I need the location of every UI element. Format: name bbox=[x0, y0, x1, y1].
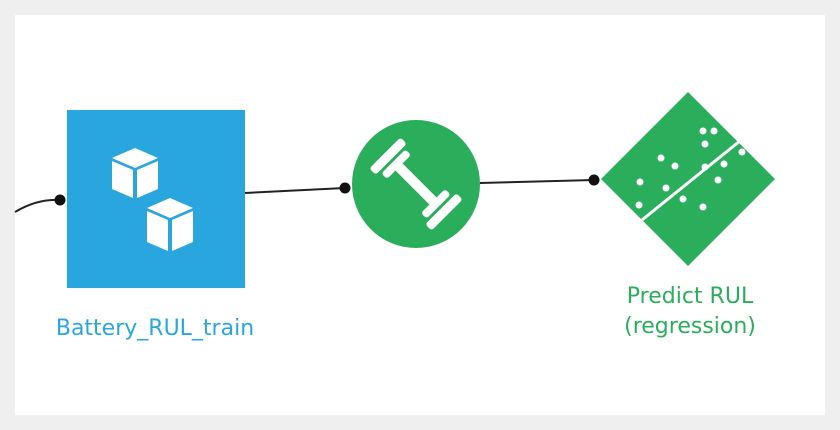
recipe-input-port[interactable] bbox=[339, 182, 351, 194]
link-dataset-to-recipe bbox=[244, 187, 346, 194]
recipe-node[interactable] bbox=[352, 120, 480, 248]
regression-scatter-icon bbox=[635, 126, 757, 222]
model-node-diamond[interactable] bbox=[601, 92, 775, 266]
dataset-node[interactable] bbox=[67, 110, 245, 288]
model-label-line1: Predict RUL bbox=[626, 284, 754, 309]
link-recipe-to-model bbox=[479, 179, 595, 184]
dumbbell-icon bbox=[370, 138, 462, 230]
model-input-port[interactable] bbox=[588, 174, 600, 186]
incoming-link bbox=[14, 198, 61, 213]
model-label[interactable]: Predict RUL (regression) bbox=[570, 282, 810, 342]
cubes-icon bbox=[112, 148, 193, 251]
dataset-label[interactable]: Battery_RUL_train bbox=[55, 316, 255, 341]
dataset-input-port[interactable] bbox=[54, 194, 66, 206]
model-label-line2: (regression) bbox=[624, 314, 756, 339]
model-node[interactable] bbox=[601, 92, 775, 266]
dataset-node-box[interactable] bbox=[67, 110, 245, 288]
